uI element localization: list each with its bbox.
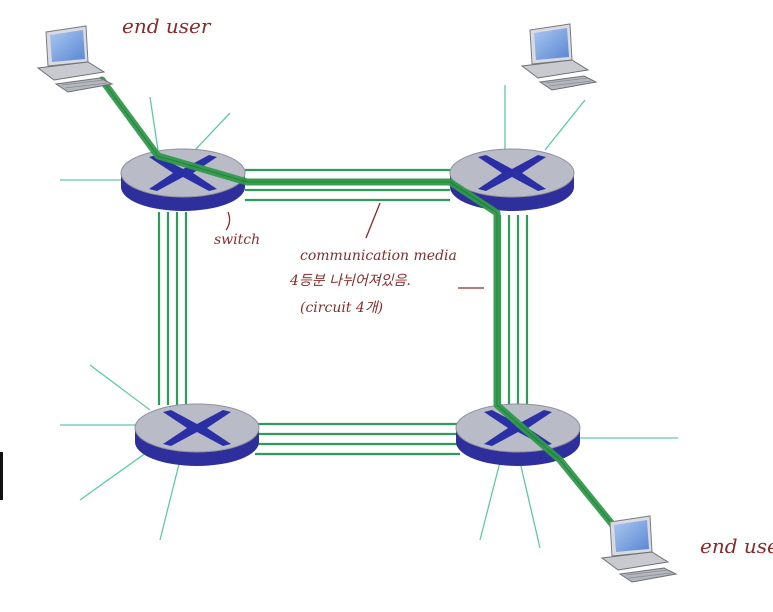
switch-label: switch bbox=[214, 232, 260, 248]
desktop-computer-icon bbox=[37, 25, 113, 93]
media-label-line2: 4등분 나뉘어져있음. bbox=[289, 273, 411, 289]
media-label-line3: (circuit 4개) bbox=[300, 300, 383, 316]
end-user-label-bottom: end user bbox=[700, 534, 773, 558]
switch-bottom-left bbox=[134, 403, 260, 467]
desktop-computer-icon bbox=[601, 515, 677, 583]
end-user-label-top: end user bbox=[122, 14, 212, 38]
media-pointer bbox=[365, 202, 381, 239]
access-links bbox=[60, 85, 678, 549]
edge-mark bbox=[0, 452, 3, 500]
media-label-line1: communication media bbox=[300, 248, 457, 264]
desktop-computer-icon bbox=[521, 23, 597, 91]
switch-top-left bbox=[120, 148, 246, 212]
switch-pointer bbox=[225, 211, 231, 231]
switch-top-right bbox=[449, 148, 575, 212]
